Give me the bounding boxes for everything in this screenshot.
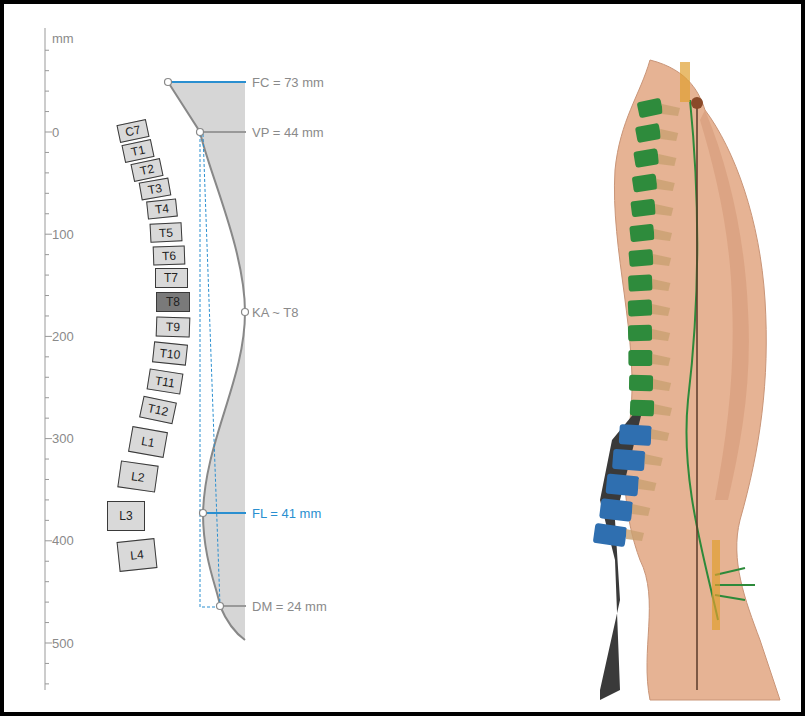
vertebra-label: L3 xyxy=(119,509,132,523)
ruler-tick xyxy=(45,234,52,235)
vertebra-box: L2 xyxy=(117,460,158,492)
ruler-tick xyxy=(45,132,52,133)
ruler-tick xyxy=(45,663,49,664)
ruler-label: 400 xyxy=(52,534,74,547)
ruler-tick xyxy=(45,561,49,562)
vertebra-box: T10 xyxy=(152,341,188,365)
vertebra-box: T8 xyxy=(156,292,190,312)
vertebra-box: T11 xyxy=(147,368,184,394)
ruler-tick xyxy=(45,418,49,419)
ruler-tick xyxy=(45,91,49,92)
ruler-tick xyxy=(45,111,49,112)
vertebra-label: T1 xyxy=(130,143,147,160)
measure-label: KA ~ T8 xyxy=(250,306,300,319)
measure-label: DM = 24 mm xyxy=(252,600,327,613)
vertebra-label: L4 xyxy=(130,547,145,562)
ruler-tick xyxy=(45,336,52,337)
ruler-tick xyxy=(45,356,49,357)
vertebra-label: T10 xyxy=(159,345,181,361)
ruler-tick xyxy=(45,70,49,71)
ruler-tick xyxy=(45,520,49,521)
ruler-label: 0 xyxy=(52,126,59,139)
ruler-tick xyxy=(45,499,49,500)
ruler-label: 500 xyxy=(52,637,74,650)
ruler-tick xyxy=(45,275,49,276)
vertebra-box: L1 xyxy=(128,426,168,458)
ruler-tick xyxy=(45,172,49,173)
ruler-tick xyxy=(45,50,49,51)
vertebra-label: T7 xyxy=(164,271,178,285)
ruler-tick xyxy=(45,397,49,398)
ruler-tick xyxy=(45,295,49,296)
ruler-label: 200 xyxy=(52,330,74,343)
vertebra-label: C7 xyxy=(124,123,142,140)
ruler-tick xyxy=(45,479,49,480)
vertebra-box: T6 xyxy=(153,245,186,265)
ruler-tick xyxy=(45,683,49,684)
ruler-tick xyxy=(45,254,49,255)
vertebra-label: T8 xyxy=(166,295,180,309)
vertebra-label: T11 xyxy=(154,373,176,390)
vertebra-box: T7 xyxy=(155,268,188,288)
ruler-tick xyxy=(45,152,49,153)
vertebra-label: T9 xyxy=(166,320,180,334)
ruler-tick xyxy=(45,622,49,623)
ruler-tick xyxy=(45,315,49,316)
vertebra-box: T9 xyxy=(156,316,191,337)
ruler-label: 100 xyxy=(52,228,74,241)
ruler-label: mm xyxy=(52,32,74,45)
ruler-tick xyxy=(45,438,52,439)
vertebra-label: T12 xyxy=(146,401,169,419)
vertebra-label: T6 xyxy=(162,248,176,262)
ruler-tick xyxy=(45,581,49,582)
ruler-tick xyxy=(45,213,49,214)
vertebra-label: T2 xyxy=(139,162,156,179)
vertebra-label: T5 xyxy=(159,225,174,240)
ruler-tick xyxy=(45,193,49,194)
measure-label: FL = 41 mm xyxy=(252,507,321,520)
vertebra-box: T3 xyxy=(139,178,172,201)
vertebra-box: T12 xyxy=(139,396,177,425)
measure-label: FC = 73 mm xyxy=(252,76,324,89)
vertebra-label: L1 xyxy=(140,434,156,450)
ruler-tick xyxy=(45,643,52,644)
ruler-tick xyxy=(45,377,49,378)
vertebra-label: L2 xyxy=(130,468,145,484)
vertebra-box: L4 xyxy=(117,538,158,572)
vertebra-label: T3 xyxy=(147,181,163,197)
ruler-tick xyxy=(45,540,52,541)
ruler-label: 300 xyxy=(52,432,74,445)
ruler-tick xyxy=(45,602,49,603)
vertebra-box: T5 xyxy=(150,222,183,243)
measure-label: VP = 44 mm xyxy=(252,126,324,139)
vertebra-box: T4 xyxy=(146,198,178,219)
ruler-tick xyxy=(45,459,49,460)
vertebra-box: L3 xyxy=(107,501,145,531)
vertebra-label: T4 xyxy=(154,201,169,216)
